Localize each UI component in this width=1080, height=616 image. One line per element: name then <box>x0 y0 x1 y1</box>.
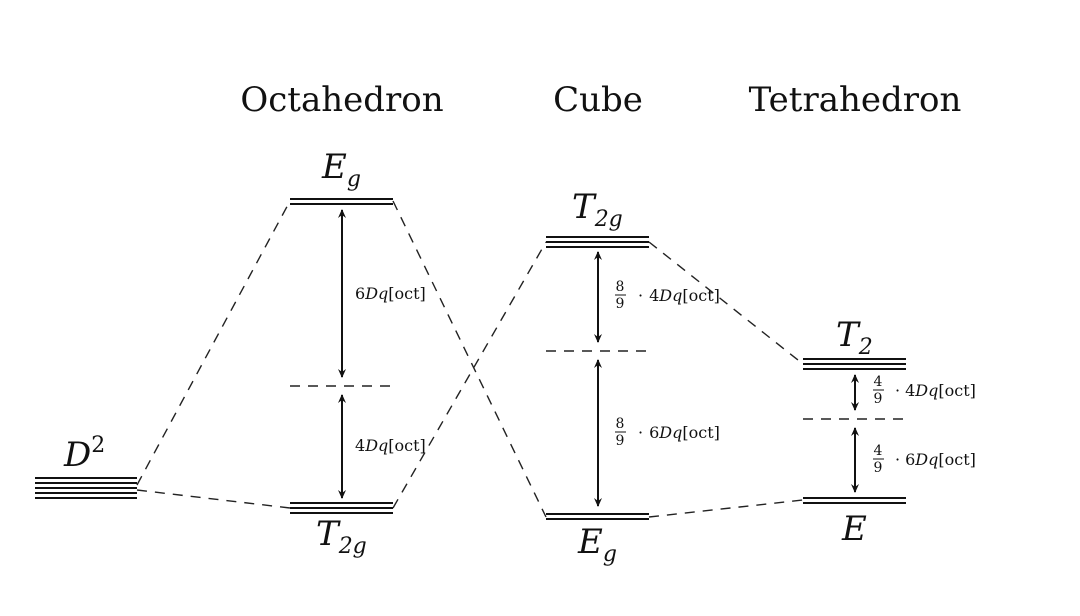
level-tet-t2 <box>803 358 906 370</box>
level-oct-eg <box>290 198 393 205</box>
title-cube: Cube <box>553 80 643 120</box>
svg-text:4: 4 <box>874 374 883 390</box>
svg-text:·6Dq[oct]: ·6Dq[oct] <box>638 423 720 442</box>
gap-label-oct-down: 4Dq[oct] <box>355 436 426 455</box>
level-free-ion <box>35 477 137 499</box>
gap-label-tet-down: 4 9 ·6Dq[oct] <box>873 443 976 476</box>
svg-text:4: 4 <box>874 443 883 459</box>
label-cube-t2g: T2g <box>572 187 623 232</box>
svg-text:9: 9 <box>874 460 883 476</box>
label-oct-eg: Eg <box>321 147 361 192</box>
svg-text:·4Dq[oct]: ·4Dq[oct] <box>895 381 976 400</box>
svg-text:8: 8 <box>616 279 625 295</box>
label-tet-t2: T2 <box>836 315 873 360</box>
level-tet-e <box>803 497 906 504</box>
gap-label-cube-down: 8 9 ·6Dq[oct] <box>615 416 720 449</box>
title-octahedron: Octahedron <box>240 80 443 120</box>
svg-text:9: 9 <box>616 296 625 312</box>
svg-text:8: 8 <box>616 416 625 432</box>
label-cube-eg: Eg <box>577 522 617 567</box>
level-oct-t2g <box>290 502 393 514</box>
connector-free-to-oct-eg <box>136 200 291 486</box>
connector-oct-eg-to-cube-eg <box>392 200 547 518</box>
gap-label-tet-up: 4 9 ·4Dq[oct] <box>873 374 976 407</box>
connector-cube-t2g-to-tet-t2 <box>648 241 804 365</box>
label-oct-t2g: T2g <box>316 514 367 559</box>
gap-label-oct-up: 6Dq[oct] <box>355 284 426 303</box>
label-free-ion: D2 <box>63 433 105 475</box>
label-tet-e: E <box>841 509 867 549</box>
connector-free-to-oct-t2g <box>136 489 291 509</box>
svg-text:·6Dq[oct]: ·6Dq[oct] <box>895 450 976 469</box>
svg-text:9: 9 <box>874 391 883 407</box>
connector-cube-eg-to-tet-e <box>648 499 804 518</box>
svg-text:9: 9 <box>616 433 625 449</box>
connector-oct-t2g-to-cube-t2g <box>392 241 547 509</box>
level-cube-t2g <box>546 236 649 248</box>
gap-label-cube-up: 8 9 ·4Dq[oct] <box>615 279 720 312</box>
level-cube-eg <box>546 513 649 520</box>
title-tetrahedron: Tetrahedron <box>749 80 962 120</box>
